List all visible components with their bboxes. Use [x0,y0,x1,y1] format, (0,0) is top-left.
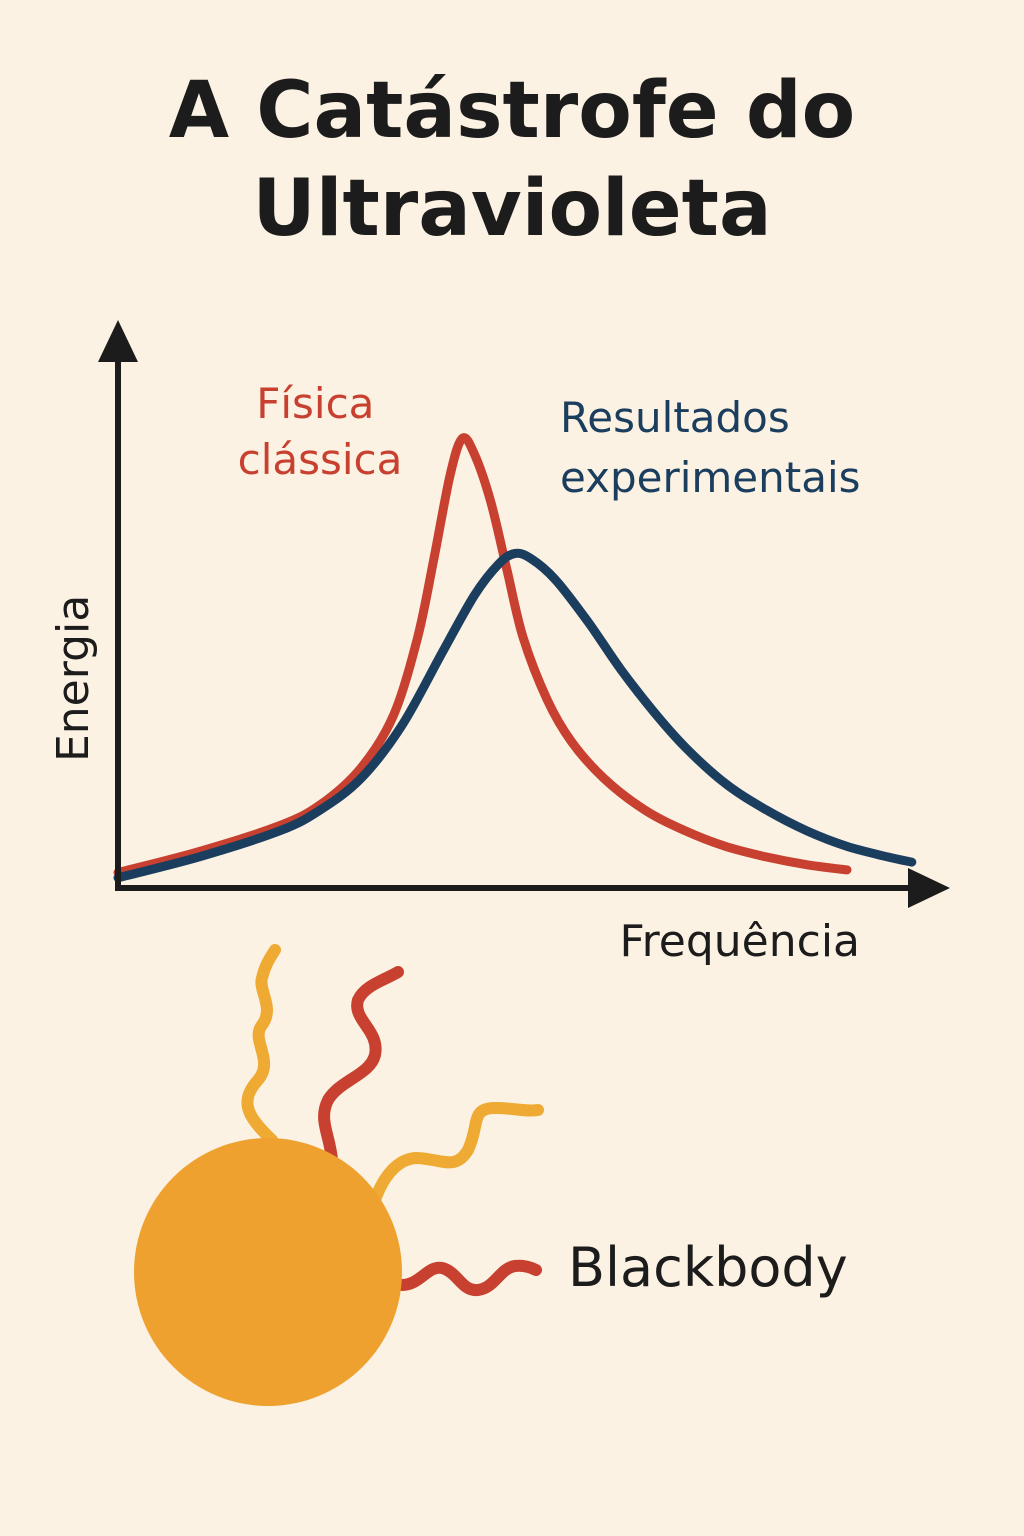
series-label-classical-line-1: Física [256,379,374,428]
page-title: A Catástrofe do Ultravioleta [0,62,1024,258]
wave-4-icon [396,1259,542,1297]
blackbody-sphere [134,1138,402,1406]
x-axis-label: Frequência [620,916,860,967]
series-label-experimental-line-2: experimentais [560,453,861,502]
x-axis-arrow-icon [908,868,950,908]
series-line-experimental [113,548,917,883]
y-axis-arrow-icon [98,320,138,362]
wave-2-icon [318,966,404,1166]
series-label-classical-line-2: clássica [238,435,403,484]
title-line-1: A Catástrofe do [168,66,856,156]
y-axis-label: Energia [48,595,99,762]
blackbody-illustration [134,944,544,1406]
wave-3-icon [369,1101,544,1206]
blackbody-label: Blackbody [568,1236,848,1299]
energy-frequency-chart: Energia Frequência Física clássica Resul… [48,320,950,967]
title-line-2: Ultravioleta [252,164,772,254]
series-label-experimental: Resultados experimentais [560,393,861,502]
wave-1-icon [241,944,281,1146]
series-label-experimental-line-1: Resultados [560,393,790,442]
series-line-classical [113,433,852,877]
series-label-classical: Física clássica [238,379,403,484]
